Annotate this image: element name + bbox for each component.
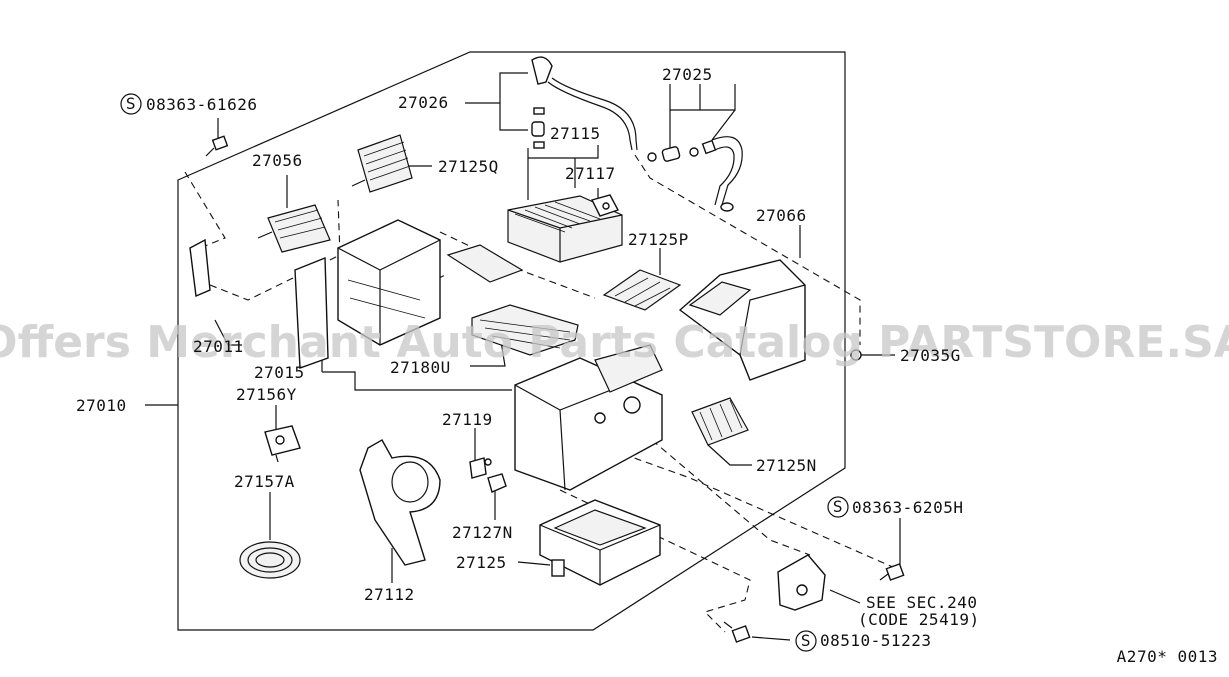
label-27125p: 27125P (628, 230, 689, 249)
screw-symbol-1: S (120, 93, 142, 115)
screw-symbol-3: S (795, 630, 817, 652)
screw-symbol-2: S (827, 496, 849, 518)
svg-text:S: S (126, 94, 136, 113)
part-27066-duct (678, 259, 806, 381)
label-27112: 27112 (364, 585, 415, 604)
part-27180u-grid (471, 304, 579, 356)
part-27125p-filter (602, 269, 682, 311)
label-27011: 27011 (193, 337, 244, 356)
part-27157a-harness (239, 541, 301, 579)
part-27015-duct (294, 219, 441, 369)
label-08363-61626: 08363-61626 (146, 95, 257, 114)
part-27056-door (257, 204, 331, 253)
svg-text:S: S (801, 631, 811, 650)
label-27025: 27025 (662, 65, 713, 84)
label-see-sec-240: SEE SEC.240 (866, 593, 977, 612)
figure-code: A270* 0013 (1117, 647, 1218, 666)
screw-08363-6205h (879, 563, 905, 581)
label-27035g: 27035G (900, 346, 961, 365)
part-27011-seal (189, 238, 211, 298)
part-27026-tube (531, 56, 638, 151)
label-08363-6205h: 08363-6205H (852, 498, 963, 517)
label-27156y: 27156Y (236, 385, 297, 404)
label-27056: 27056 (252, 151, 303, 170)
part-27125n-filter (691, 397, 749, 446)
screw-08363-61626 (205, 135, 229, 157)
part-27125q-filter (351, 134, 413, 193)
label-27125q: 27125Q (438, 157, 499, 176)
part-27117-bracket (590, 194, 620, 217)
label-27117: 27117 (565, 164, 616, 183)
label-code-25419: (CODE 25419) (858, 610, 980, 629)
label-27180u: 27180U (390, 358, 451, 377)
part-sec240-bracket (777, 554, 826, 611)
part-labels: 08363-61626 27026 27025 27115 27117 2705… (76, 65, 1218, 666)
assembly-boundary (177, 51, 846, 631)
label-27157a: 27157A (234, 472, 295, 491)
label-27010: 27010 (76, 396, 127, 415)
label-27115: 27115 (550, 124, 601, 143)
svg-text:S: S (833, 497, 843, 516)
part-27112-lever (359, 439, 441, 566)
label-27066: 27066 (756, 206, 807, 225)
part-27156y-actuator (264, 425, 301, 463)
label-27127n: 27127N (452, 523, 513, 542)
part-27127n-clip (487, 473, 507, 493)
part-27125-tray (539, 499, 661, 586)
part-27035g-clip (850, 349, 862, 361)
part-27119-clip (469, 457, 492, 479)
label-27015: 27015 (254, 363, 305, 382)
part-flap (446, 244, 524, 283)
part-27115-evaporator (507, 195, 623, 263)
screw-08510-51223 (723, 621, 751, 643)
label-27125: 27125 (456, 553, 507, 572)
label-27119: 27119 (442, 410, 493, 429)
watermark-text: Offers Merchant Auto Parts Catalog PARTS… (0, 317, 1229, 368)
part-heater-case (514, 344, 663, 491)
label-27026: 27026 (398, 93, 449, 112)
label-08510-51223: 08510-51223 (820, 631, 931, 650)
part-27025-tube (647, 136, 743, 212)
label-27125n: 27125N (756, 456, 817, 475)
